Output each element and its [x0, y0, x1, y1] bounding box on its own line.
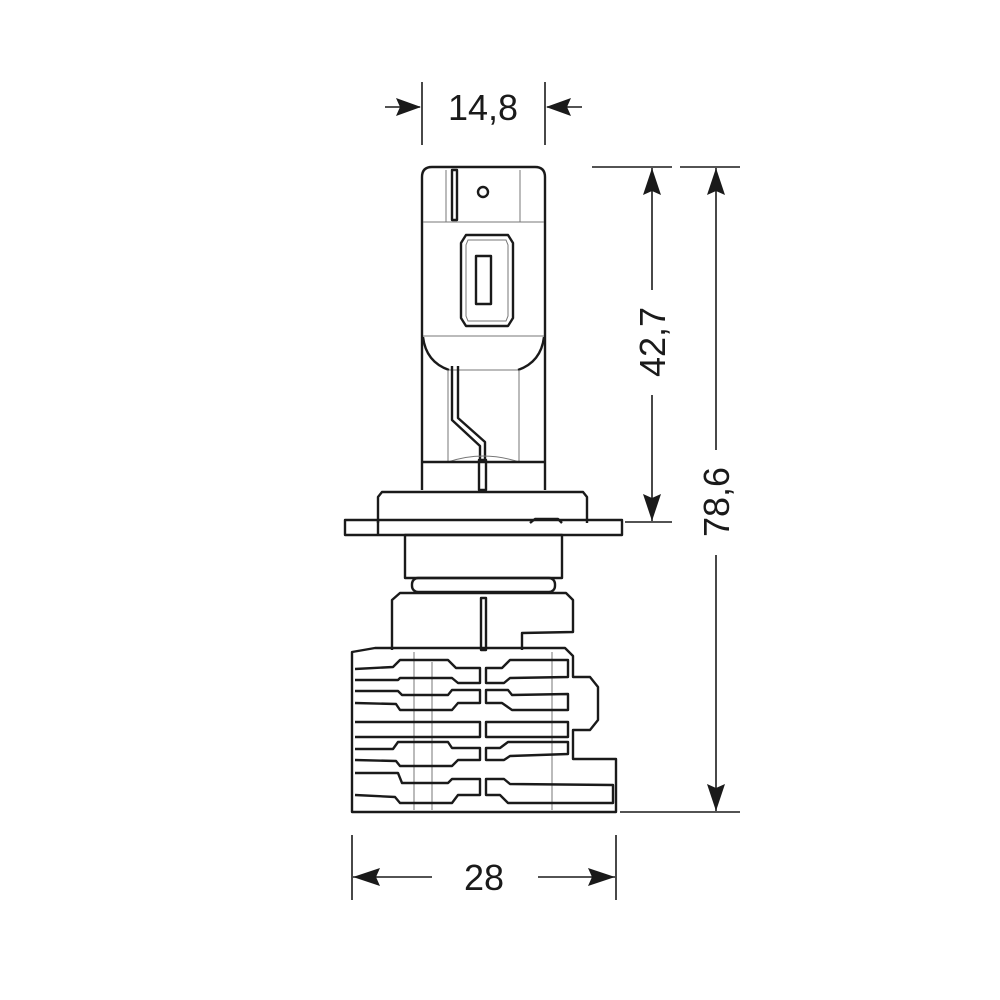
dimension-label-base-width: 28	[464, 857, 504, 898]
dimension-total-height: 78,6	[620, 166, 740, 813]
dimension-base-width: 28	[351, 835, 617, 900]
dimension-head-height: 42,7	[592, 166, 673, 523]
led-chip	[474, 254, 493, 306]
dimension-label-total-height: 78,6	[696, 467, 737, 537]
dimension-label-head-width: 14,8	[448, 87, 518, 128]
dimension-head-width: 14,8	[385, 82, 582, 145]
led-head	[420, 165, 547, 492]
driver-housing	[350, 591, 618, 814]
dimension-label-head-height: 42,7	[632, 307, 673, 377]
cooling-fins	[354, 658, 615, 805]
mount-flange	[343, 490, 624, 594]
